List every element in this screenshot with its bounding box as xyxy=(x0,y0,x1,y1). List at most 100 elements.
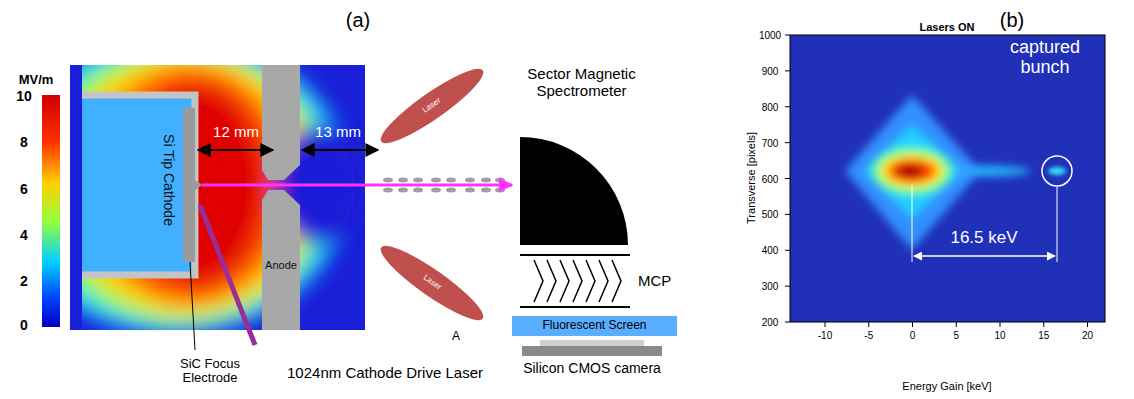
field-map xyxy=(70,65,365,330)
leader-line xyxy=(190,262,195,350)
axis-tick xyxy=(1043,322,1044,327)
mcp-channel xyxy=(573,260,582,302)
axis-tick xyxy=(825,322,826,327)
tick-label: 1000 xyxy=(759,30,781,41)
axis-tick xyxy=(785,250,790,251)
part-label: Anode xyxy=(265,259,297,271)
axis-tick xyxy=(785,35,1088,327)
tick-label: 600 xyxy=(762,173,779,184)
node-label: MCP xyxy=(638,272,671,289)
axis-tick xyxy=(785,142,790,143)
field-map xyxy=(262,190,300,330)
tick-label: 700 xyxy=(762,137,779,148)
spectrum-image xyxy=(896,164,924,178)
part-label: SiC Focus Electrode xyxy=(170,357,250,386)
electron-bunch xyxy=(398,188,408,193)
tick-label: 15 xyxy=(1038,330,1049,341)
annotation: 16.5 keV xyxy=(950,229,1017,248)
laser-field-arrow xyxy=(468,74,473,84)
spectrum-image xyxy=(790,35,1105,322)
tick-label: 200 xyxy=(762,317,779,328)
node-label: Silicon CMOS camera xyxy=(512,360,672,376)
colorbar-tick: 4 xyxy=(20,228,28,243)
mcp-channel xyxy=(586,260,595,302)
spectrum-image xyxy=(1057,187,1058,262)
dimension-arrow xyxy=(198,150,378,151)
mcp-channel xyxy=(560,260,569,302)
stray-label: A xyxy=(452,330,460,343)
axis-tick xyxy=(785,178,790,179)
electron-bunch xyxy=(431,188,441,193)
axis-label: Transverse [pixels] xyxy=(745,132,757,224)
node-label: Fluorescent Screen xyxy=(542,319,646,333)
field-map xyxy=(183,108,195,262)
spectrum-image xyxy=(790,35,1105,322)
field-map xyxy=(262,65,300,180)
field-map xyxy=(72,95,195,275)
axis-label: Energy Gain [keV] xyxy=(902,380,991,392)
dimension-arrow xyxy=(198,149,273,151)
electron-bunch xyxy=(383,188,393,193)
tick-label: -5 xyxy=(864,330,873,341)
axis-tick xyxy=(868,322,869,327)
spectrum-image xyxy=(1048,167,1066,175)
tick-label: 300 xyxy=(762,281,779,292)
axis-tick xyxy=(785,322,790,323)
electron-bunch xyxy=(481,188,491,193)
spectrum-image xyxy=(888,159,936,183)
colorbar-unit: MV/m xyxy=(19,73,54,87)
laser-field-arrow xyxy=(468,305,473,315)
axis-tick xyxy=(785,106,790,107)
field-map xyxy=(70,65,365,330)
tick-label: 0 xyxy=(910,330,916,341)
electron-bunch xyxy=(465,188,475,193)
electron-bunch xyxy=(495,188,505,193)
node-label: Sector Magnetic Spectrometer xyxy=(516,65,647,100)
axis-tick xyxy=(785,214,790,215)
electron-bunch xyxy=(446,188,456,193)
panel-letter: (b) xyxy=(1000,9,1024,31)
laser-field-arrow xyxy=(410,74,473,315)
spectrum-image xyxy=(970,167,1030,175)
mcp-plate xyxy=(520,306,630,308)
colorbar-tick: 10 xyxy=(16,89,32,104)
electron-bunch xyxy=(481,178,491,183)
colorbar-tick: 0 xyxy=(20,318,28,333)
dimension-arrow xyxy=(302,149,378,151)
mcp-plate xyxy=(520,254,630,256)
electron-bunch xyxy=(383,178,393,183)
colorbar-tick: 8 xyxy=(20,135,28,150)
annotation: captured bunch xyxy=(995,38,1095,78)
field-map xyxy=(70,65,82,330)
camera-sensor xyxy=(540,340,644,346)
tick-label: 5 xyxy=(953,330,959,341)
axis-tick xyxy=(956,322,957,327)
electron-bunch xyxy=(446,178,456,183)
colorbar-tick: 6 xyxy=(20,182,28,197)
electron-bunch xyxy=(431,178,441,183)
electron-bunch xyxy=(413,188,423,193)
axis-tick xyxy=(785,35,790,36)
electron-bunch xyxy=(495,178,505,183)
part-label: Si Tip Cathode xyxy=(160,134,175,226)
panel-letter: (a) xyxy=(346,9,370,31)
fluorescent-screen: Fluorescent Screen xyxy=(512,316,677,336)
spectrum-image xyxy=(914,255,1055,257)
axis-tick xyxy=(785,286,790,287)
axis-tick xyxy=(785,70,790,71)
spectrum-image xyxy=(845,95,1030,250)
dimension-label: 13 mm xyxy=(315,124,361,141)
spectrum-image xyxy=(880,154,944,188)
colorbar-tick: 2 xyxy=(20,274,28,289)
mcp-channel xyxy=(534,260,543,302)
tick-label: 800 xyxy=(762,101,779,112)
electron-beam xyxy=(202,184,512,187)
spectrometer: Sector Magnetic Spectrometer xyxy=(512,65,647,250)
spectrum-image xyxy=(1042,156,1072,186)
laser-pulse xyxy=(374,60,490,329)
drive-laser-beam xyxy=(200,205,255,345)
axis-tick xyxy=(912,322,913,327)
laser-field-arrow xyxy=(410,118,415,128)
electron-bunch xyxy=(413,178,423,183)
color-bar xyxy=(42,95,60,327)
